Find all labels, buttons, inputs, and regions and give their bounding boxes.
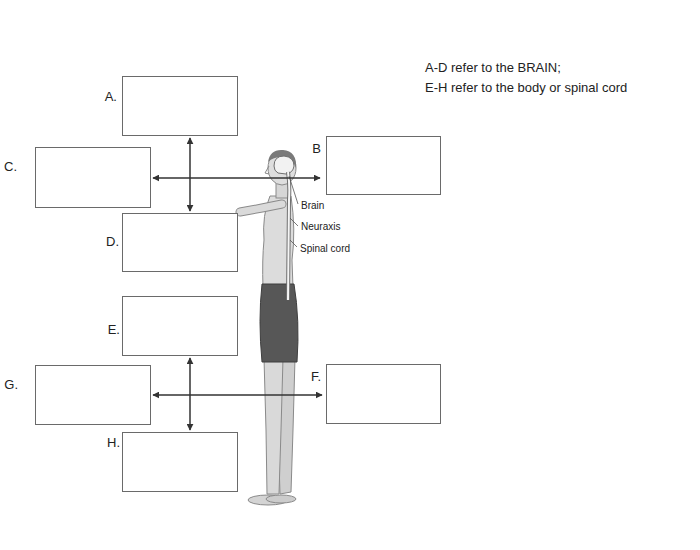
- answer-box: C.: [35, 147, 151, 208]
- box-letter: H.: [107, 435, 120, 450]
- arm: [240, 204, 282, 212]
- answer-box: A.: [122, 76, 238, 136]
- double-arrow: [153, 394, 322, 396]
- box-letter: G.: [4, 377, 18, 392]
- answer-box: B: [326, 136, 441, 195]
- box-letter: C.: [4, 159, 17, 174]
- box-letter: F.: [311, 369, 321, 384]
- front-leg: [264, 358, 283, 494]
- part-label: Brain: [301, 200, 324, 211]
- brain: [274, 156, 294, 174]
- shorts: [260, 284, 298, 362]
- answer-box: D.: [122, 213, 238, 272]
- foot: [266, 495, 296, 503]
- leader-line: [289, 176, 298, 204]
- double-arrow: [189, 358, 191, 430]
- arm: [240, 204, 282, 212]
- nose: [265, 166, 269, 174]
- box-letter: D.: [106, 234, 119, 249]
- double-arrow: [153, 177, 320, 179]
- instruction-note: A-D refer to the BRAIN;: [425, 60, 561, 75]
- box-letter: B: [312, 141, 321, 156]
- instruction-note: E-H refer to the body or spinal cord: [425, 80, 627, 95]
- box-letter: A.: [105, 89, 117, 104]
- leader-line: [290, 240, 297, 247]
- double-arrow: [189, 138, 191, 211]
- spinal-cord: [288, 172, 289, 300]
- part-label: Neuraxis: [301, 221, 340, 232]
- answer-box: F.: [326, 364, 441, 424]
- box-letter: E.: [108, 322, 120, 337]
- leader-line: [290, 218, 298, 226]
- part-label: Spinal cord: [300, 243, 350, 254]
- spinal-cord: [288, 172, 289, 300]
- answer-box: G.: [35, 365, 151, 425]
- answer-box: E.: [122, 296, 238, 356]
- answer-box: H.: [122, 432, 238, 492]
